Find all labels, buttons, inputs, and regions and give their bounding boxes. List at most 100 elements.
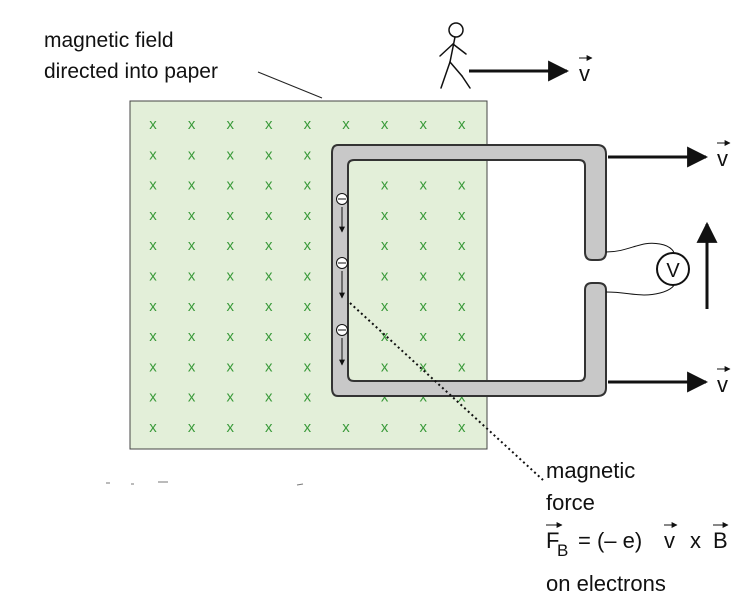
field-x-mark: x <box>381 328 389 345</box>
field-x-mark: x <box>149 419 157 436</box>
field-x-mark: x <box>381 358 389 375</box>
field-x-mark: x <box>419 419 427 436</box>
field-x-mark: x <box>342 419 350 436</box>
field-x-mark: x <box>304 419 312 436</box>
force-eq-subscript: B <box>557 541 568 560</box>
field-x-mark: x <box>226 207 234 224</box>
field-x-mark: x <box>265 298 273 315</box>
field-x-mark: x <box>226 419 234 436</box>
field-x-mark: x <box>149 268 157 285</box>
velocity-label-observer: v <box>579 55 593 86</box>
field-x-mark: x <box>458 237 466 254</box>
field-x-mark: x <box>381 207 389 224</box>
field-x-mark: x <box>188 268 196 285</box>
field-x-mark: x <box>458 389 466 406</box>
velocity-label-bottom: v <box>717 366 731 397</box>
force-label-line1: magnetic <box>546 458 635 483</box>
field-label-pointer <box>257 71 323 99</box>
field-x-mark: x <box>149 237 157 254</box>
scan-artifacts <box>106 481 304 486</box>
field-x-mark: x <box>226 298 234 315</box>
field-x-mark: x <box>265 177 273 194</box>
field-x-mark: x <box>188 237 196 254</box>
field-x-mark: x <box>458 328 466 345</box>
field-x-mark: x <box>419 237 427 254</box>
field-x-mark: x <box>304 177 312 194</box>
field-x-mark: x <box>149 146 157 163</box>
field-x-mark: x <box>381 389 389 406</box>
field-x-mark: x <box>188 177 196 194</box>
field-x-mark: x <box>304 358 312 375</box>
field-x-mark: x <box>419 268 427 285</box>
voltmeter-lead-bottom <box>605 283 675 296</box>
force-label-line2: force <box>546 490 595 515</box>
field-x-mark: x <box>149 298 157 315</box>
force-eq-cross: x <box>690 528 701 553</box>
field-x-mark: x <box>304 146 312 163</box>
svg-text:v: v <box>579 61 590 86</box>
field-x-mark: x <box>419 358 427 375</box>
field-x-mark: x <box>419 298 427 315</box>
force-eq-f: F <box>546 528 559 553</box>
field-x-mark: x <box>188 389 196 406</box>
field-x-mark: x <box>149 389 157 406</box>
field-x-mark: x <box>419 116 427 133</box>
field-x-mark: x <box>304 268 312 285</box>
field-x-mark: x <box>458 177 466 194</box>
field-x-mark: x <box>458 298 466 315</box>
field-x-mark: x <box>226 146 234 163</box>
electron-3 <box>336 324 348 366</box>
field-x-mark: x <box>304 116 312 133</box>
field-x-mark: x <box>458 419 466 436</box>
voltmeter-lead-top <box>605 242 675 255</box>
field-x-mark: x <box>304 298 312 315</box>
field-x-mark: x <box>265 237 273 254</box>
electron-2 <box>336 257 348 299</box>
field-x-mark: x <box>226 268 234 285</box>
force-eq-v: v <box>664 528 675 553</box>
field-x-mark: x <box>458 268 466 285</box>
velocity-label-top: v <box>717 140 731 171</box>
electron-1 <box>336 193 348 233</box>
field-x-mark: x <box>419 328 427 345</box>
field-x-mark: x <box>149 207 157 224</box>
field-x-mark: x <box>265 419 273 436</box>
field-x-mark: x <box>265 389 273 406</box>
field-x-mark: x <box>188 146 196 163</box>
voltmeter-label: V <box>666 260 680 282</box>
field-x-mark: x <box>304 207 312 224</box>
field-x-mark: x <box>304 328 312 345</box>
field-x-mark: x <box>149 328 157 345</box>
field-x-mark: x <box>265 268 273 285</box>
field-x-mark: x <box>188 298 196 315</box>
svg-text:v: v <box>717 146 728 171</box>
field-x-mark: x <box>419 177 427 194</box>
field-x-mark: x <box>381 116 389 133</box>
walking-person-icon <box>439 22 471 89</box>
field-x-mark: x <box>188 358 196 375</box>
field-x-mark: x <box>381 419 389 436</box>
field-x-mark: x <box>304 237 312 254</box>
field-label-line1: magnetic field <box>44 29 174 52</box>
field-x-mark: x <box>381 268 389 285</box>
field-x-mark: x <box>149 177 157 194</box>
field-x-mark: x <box>458 358 466 375</box>
field-x-mark: x <box>265 146 273 163</box>
field-x-mark: x <box>226 237 234 254</box>
field-x-mark: x <box>188 116 196 133</box>
field-x-mark: x <box>149 358 157 375</box>
field-x-mark: x <box>188 419 196 436</box>
voltmeter-icon: V <box>656 252 690 286</box>
field-x-mark: x <box>381 298 389 315</box>
field-x-mark: x <box>226 177 234 194</box>
field-x-mark: x <box>342 116 350 133</box>
field-x-mark: x <box>265 358 273 375</box>
field-label-line2: directed into paper <box>44 60 218 83</box>
field-x-mark: x <box>226 328 234 345</box>
field-x-mark: x <box>265 328 273 345</box>
force-label-line4: on electrons <box>546 571 666 596</box>
force-label-pointer <box>349 302 544 481</box>
field-x-mark: x <box>304 389 312 406</box>
